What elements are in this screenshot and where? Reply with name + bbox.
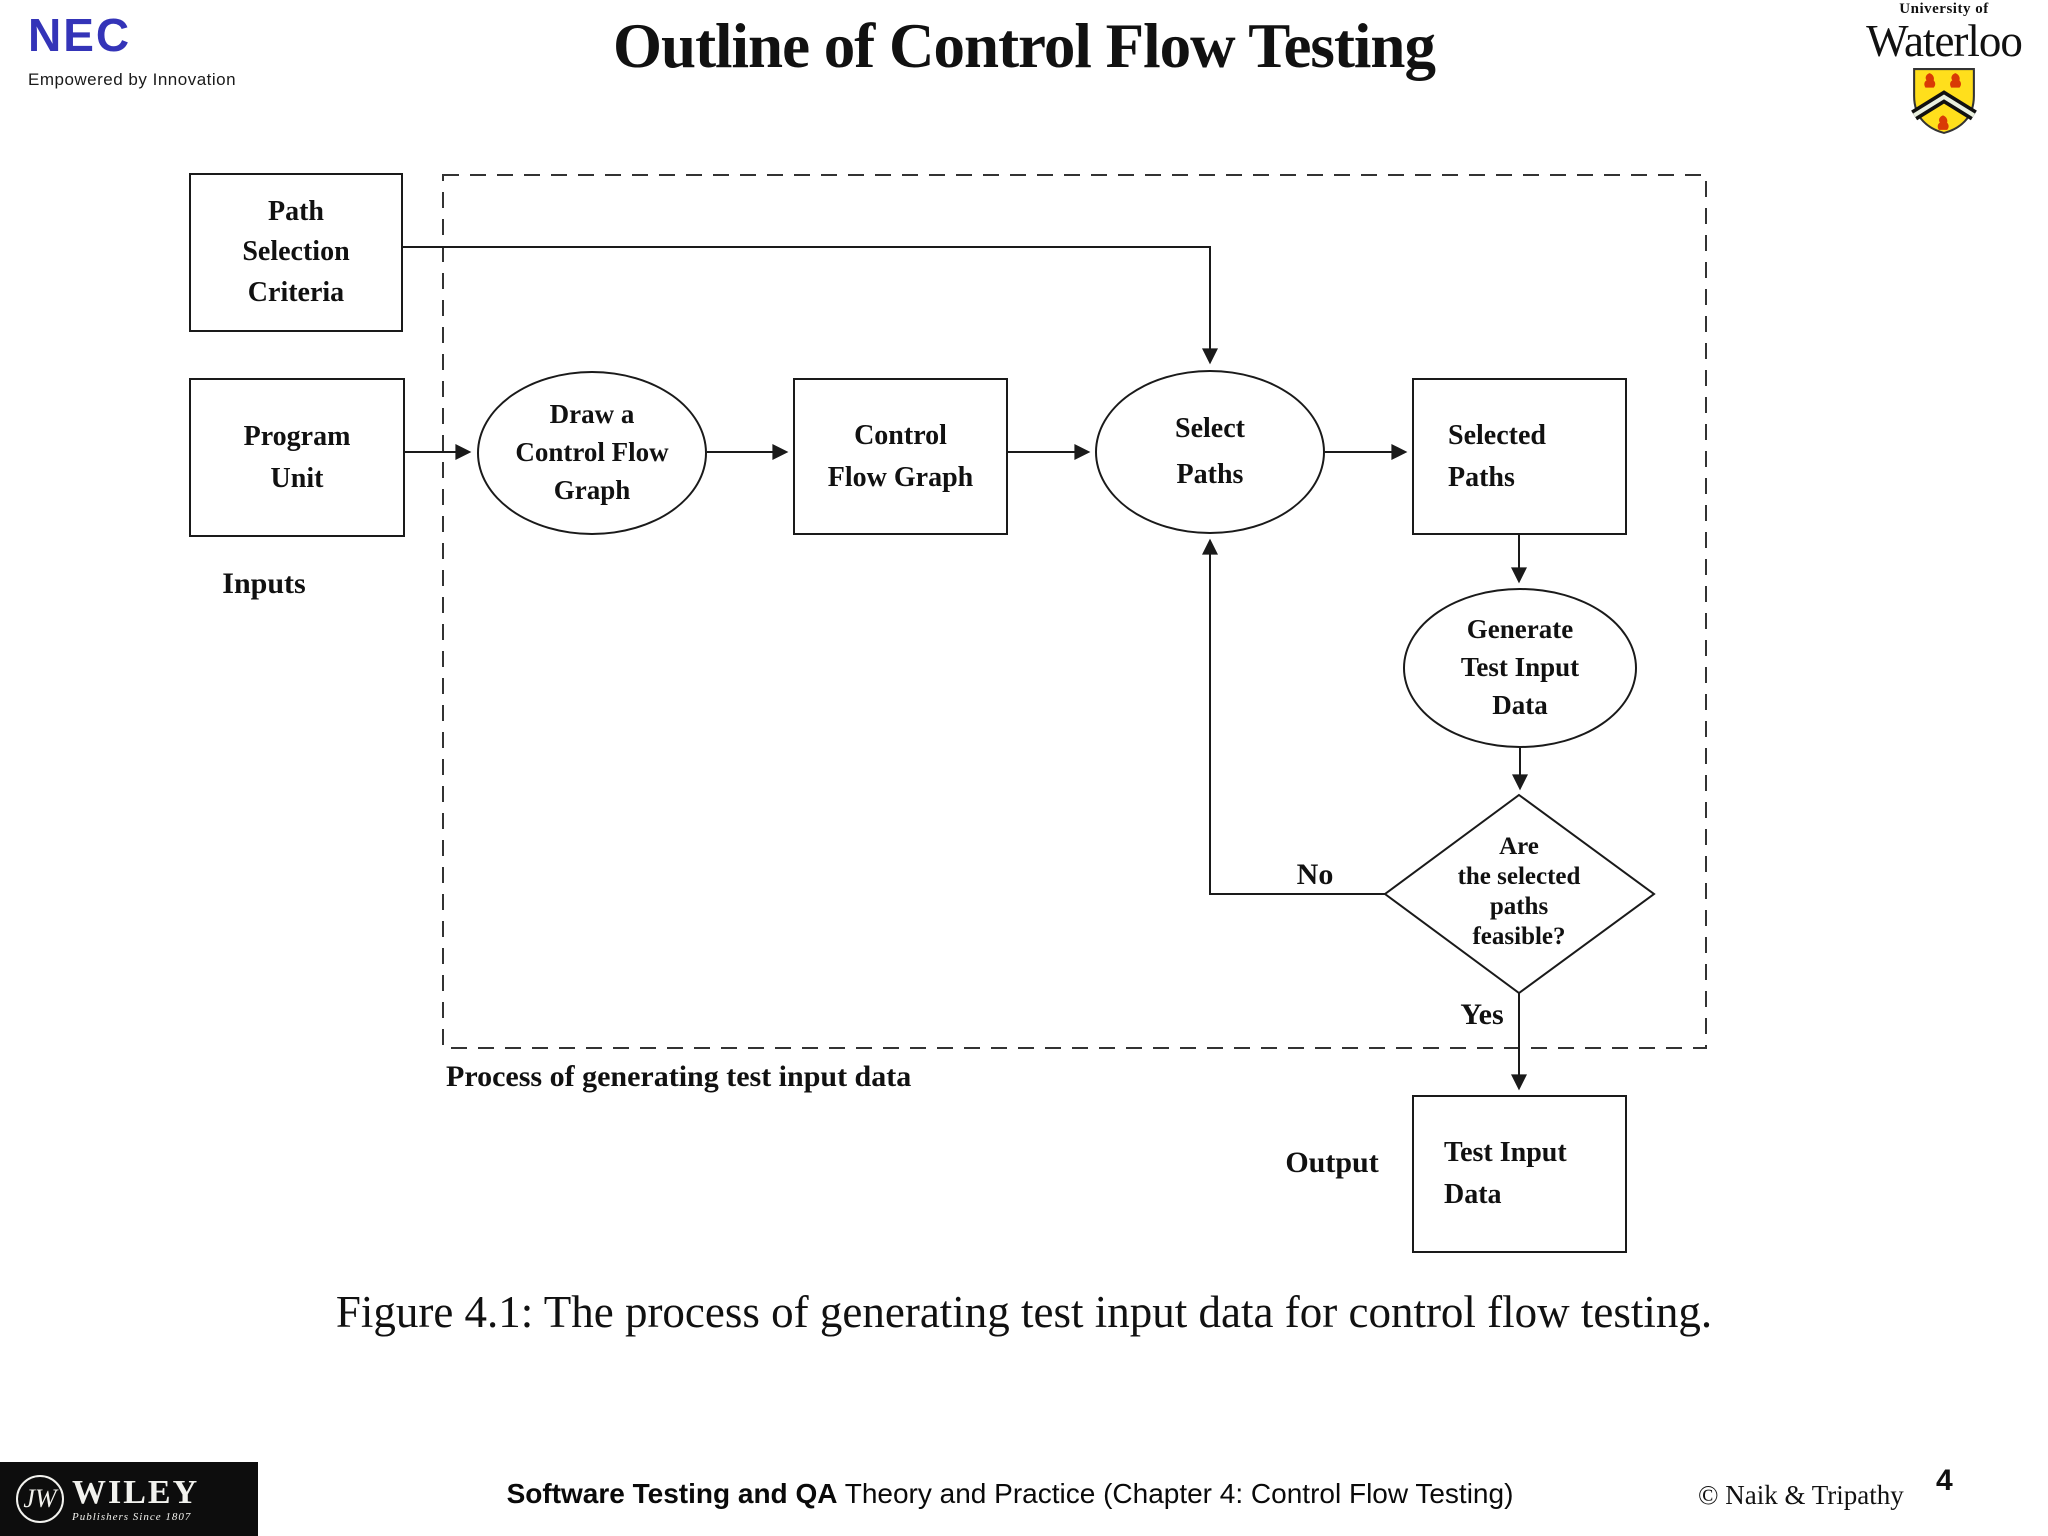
node-selected-paths: Selected Paths xyxy=(1412,378,1627,535)
arrow-criteria-to-select-paths xyxy=(403,246,1218,365)
footer-copyright: © Naik & Tripathy xyxy=(1698,1480,1904,1510)
waterloo-logo: University of Waterloo xyxy=(1840,2,2048,140)
node-decision-text: Are the selected paths feasible? xyxy=(1457,833,1581,950)
yes-label: Yes xyxy=(1460,998,1504,1031)
figure-caption: Figure 4.1: The process of generating te… xyxy=(335,1287,1713,1337)
page-title: Outline of Control Flow Testing xyxy=(613,11,1436,81)
waterloo-name-text: Waterloo xyxy=(1866,16,2023,66)
wiley-name-text: WILEY xyxy=(72,1473,200,1511)
nec-tagline: Empowered by Innovation xyxy=(28,70,237,89)
nec-brand-text: NEC xyxy=(28,9,132,61)
footer-book-title-rest: Theory and Practice (Chapter 4: Control … xyxy=(837,1478,1514,1509)
node-control-flow-graph: Control Flow Graph xyxy=(793,378,1008,535)
wiley-logo: JW WILEY Publishers Since 1807 xyxy=(0,1462,258,1536)
no-label: No xyxy=(1296,858,1334,891)
node-draw-control-flow-graph: Draw a Control Flow Graph xyxy=(477,371,707,535)
node-program-unit: Program Unit xyxy=(189,378,405,537)
footer-book-title: Software Testing and QA Theory and Pract… xyxy=(250,1478,1770,1510)
decision-diamond xyxy=(1383,793,1656,995)
footer-book-title-bold: Software Testing and QA xyxy=(506,1478,838,1509)
node-select-paths: Select Paths xyxy=(1095,370,1325,534)
node-path-selection-criteria: Path Selection Criteria xyxy=(189,173,403,332)
waterloo-university-of-text: University of xyxy=(1899,1,1989,17)
node-test-input-data: Test Input Data xyxy=(1412,1095,1627,1253)
nec-logo: NEC Empowered by Innovation xyxy=(28,12,236,90)
waterloo-shield-icon xyxy=(1911,68,1977,135)
inputs-label: Inputs xyxy=(222,567,306,600)
node-generate-test-input-data: Generate Test Input Data xyxy=(1403,588,1637,748)
wiley-tagline-text: Publishers Since 1807 xyxy=(72,1510,192,1523)
process-region-label: Process of generating test input data xyxy=(446,1060,912,1093)
arrow-no-feedback xyxy=(1202,538,1385,895)
page-number: 4 xyxy=(1936,1464,1953,1497)
output-label: Output xyxy=(1285,1146,1379,1179)
wiley-monogram-icon: JW xyxy=(16,1475,64,1523)
process-dashed-region xyxy=(442,174,1707,1049)
